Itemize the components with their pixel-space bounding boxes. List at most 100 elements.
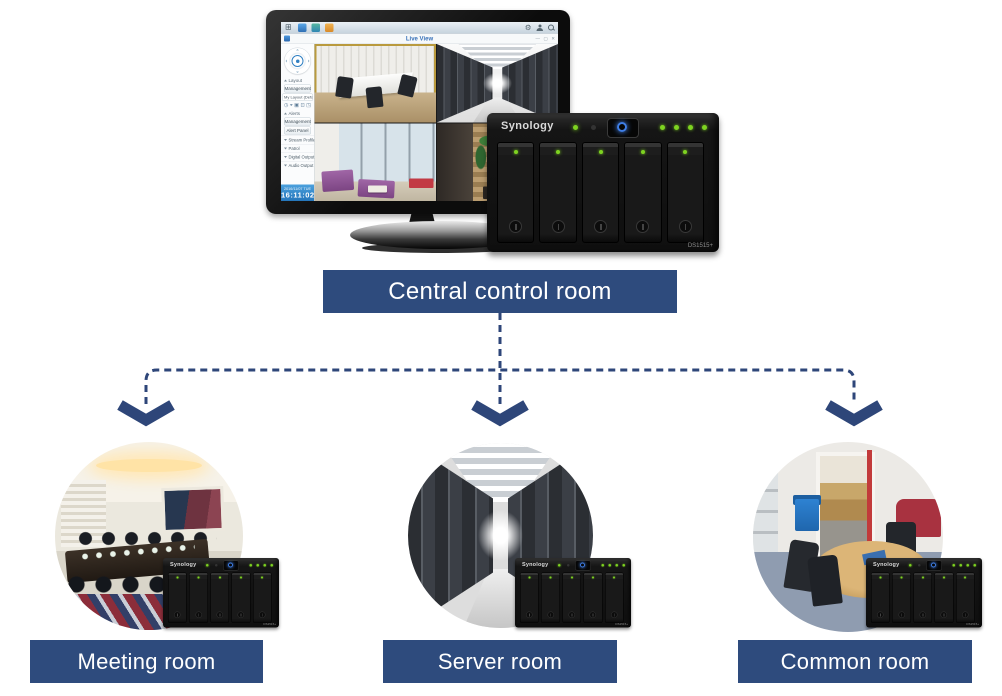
synology-logo: Synology	[170, 561, 197, 568]
alert-panel-button[interactable]: Alert Panel	[284, 126, 311, 135]
power-led	[617, 122, 627, 132]
arrowhead-left	[117, 400, 175, 427]
drive-led	[591, 576, 594, 579]
drive-lock-icon	[195, 611, 202, 618]
layout-app-icon[interactable]	[311, 23, 320, 32]
drive-led	[261, 576, 264, 579]
central-control-room-banner: Central control room	[323, 270, 677, 313]
single-view-icon[interactable]: ⊡	[300, 102, 305, 109]
common-room-photo	[753, 442, 943, 632]
synology-logo: Synology	[501, 120, 554, 132]
sidebar-item-stream-profile[interactable]: Stream Profile	[281, 135, 315, 145]
drive-bay	[624, 142, 662, 243]
status-led	[909, 564, 912, 567]
lan-leds	[601, 564, 625, 567]
ptz-inner-ring	[291, 55, 304, 67]
sidebar-item-digital-output[interactable]: Digital Output	[281, 152, 314, 162]
nas-model-label: DS1515+	[687, 243, 713, 249]
drive-lock-icon	[919, 611, 927, 618]
scene-layer	[436, 123, 474, 201]
ptz-left-arrow-icon[interactable]	[285, 59, 287, 63]
target-icon[interactable]: ⌖	[289, 102, 293, 109]
lan-leds	[952, 564, 976, 567]
scene-layer	[96, 458, 202, 473]
drive-lock-icon	[678, 220, 692, 233]
meeting-room-banner: Meeting room	[30, 640, 263, 683]
scene-layer	[365, 86, 384, 109]
drive-led	[528, 576, 531, 579]
maximize-icon[interactable]: ▢	[543, 35, 548, 41]
alert-management-button[interactable]: Management	[284, 117, 311, 126]
server-room-banner: Server room	[383, 640, 617, 683]
drive-bay	[252, 572, 272, 623]
close-icon[interactable]: ✕	[551, 35, 555, 41]
chevron-down-icon	[284, 139, 287, 141]
synology-logo: Synology	[522, 561, 549, 568]
ptz-up-arrow-icon[interactable]	[296, 49, 299, 51]
status-led	[206, 564, 209, 567]
scene-layer	[409, 178, 434, 188]
alerts-section-header[interactable]: Alerts	[281, 110, 314, 117]
drive-led	[921, 576, 924, 579]
drive-led	[640, 150, 645, 154]
settings-gear-icon[interactable]: ⚙	[524, 23, 532, 32]
minimize-icon[interactable]: —	[535, 36, 540, 41]
search-icon[interactable]	[548, 24, 554, 31]
central-nas-unit: Synology DS1515+	[487, 113, 719, 252]
drive-bay	[541, 572, 560, 623]
ptz-control-wheel[interactable]	[284, 47, 311, 75]
ptz-right-arrow-icon[interactable]	[308, 59, 310, 63]
status-led	[573, 125, 578, 130]
sidebar-item-audio-output[interactable]: Audio Output	[281, 161, 314, 170]
chevron-down-icon	[284, 147, 287, 150]
ptz-down-arrow-icon[interactable]	[296, 71, 299, 73]
scene-layer	[753, 464, 778, 553]
recordings-app-icon[interactable]	[325, 23, 334, 32]
layout-management-button[interactable]: Management	[284, 84, 311, 93]
synology-logo: Synology	[873, 561, 900, 568]
drive-led	[964, 576, 967, 579]
drive-led	[598, 150, 603, 154]
power-button	[223, 560, 239, 571]
camera-tile-server-room[interactable]	[436, 44, 558, 123]
fullscreen-icon[interactable]: ◳	[306, 102, 311, 109]
camera-app-icon[interactable]	[298, 23, 307, 32]
grid-view-icon[interactable]: ▣	[294, 102, 299, 109]
common-room-nas: Synology DS1515+	[866, 558, 982, 628]
sidebar-item-patrol[interactable]: Patrol	[281, 144, 314, 153]
snapshot-icon[interactable]: ◷	[284, 102, 289, 109]
system-date: 2016/11/07 TUE	[284, 186, 311, 192]
synology-nas: Synology DS1515+	[163, 558, 279, 628]
drive-led	[218, 576, 221, 579]
live-view-sidebar: Layout Management My Layout (Default) ▾ …	[281, 44, 315, 201]
scene-layer	[367, 185, 388, 193]
drive-bay	[497, 142, 535, 243]
power-button	[926, 560, 942, 571]
layout-dropdown[interactable]: My Layout (Default) ▾	[282, 93, 313, 101]
drive-bays	[497, 142, 705, 243]
scene-layer	[321, 169, 354, 193]
lan-leds	[660, 125, 707, 130]
nas-model-label: DS1515+	[615, 623, 628, 626]
status-led	[558, 564, 561, 567]
alerts-section-label: Alerts	[288, 111, 301, 116]
drive-bay	[562, 572, 582, 623]
layout-dropdown-value: My Layout (Default)	[284, 95, 313, 100]
drive-lock-icon	[258, 611, 266, 618]
user-icon[interactable]	[536, 24, 543, 31]
camera-tile-office[interactable]	[314, 44, 436, 123]
sidebar-item-label: Patrol	[288, 146, 300, 151]
layout-section-header[interactable]: Layout	[281, 77, 314, 84]
drive-bay	[189, 572, 208, 623]
drive-bay	[168, 572, 187, 623]
drive-led	[197, 576, 200, 579]
surveillance-station-app-icon	[284, 35, 290, 42]
scene-layer	[482, 72, 512, 95]
main-menu-icon[interactable]: ⊞	[285, 23, 292, 32]
camera-tile-lounge[interactable]	[314, 123, 436, 201]
drive-bays	[520, 572, 624, 623]
scene-layer	[478, 509, 523, 562]
power-led	[931, 562, 936, 568]
scene-layer	[807, 554, 844, 608]
